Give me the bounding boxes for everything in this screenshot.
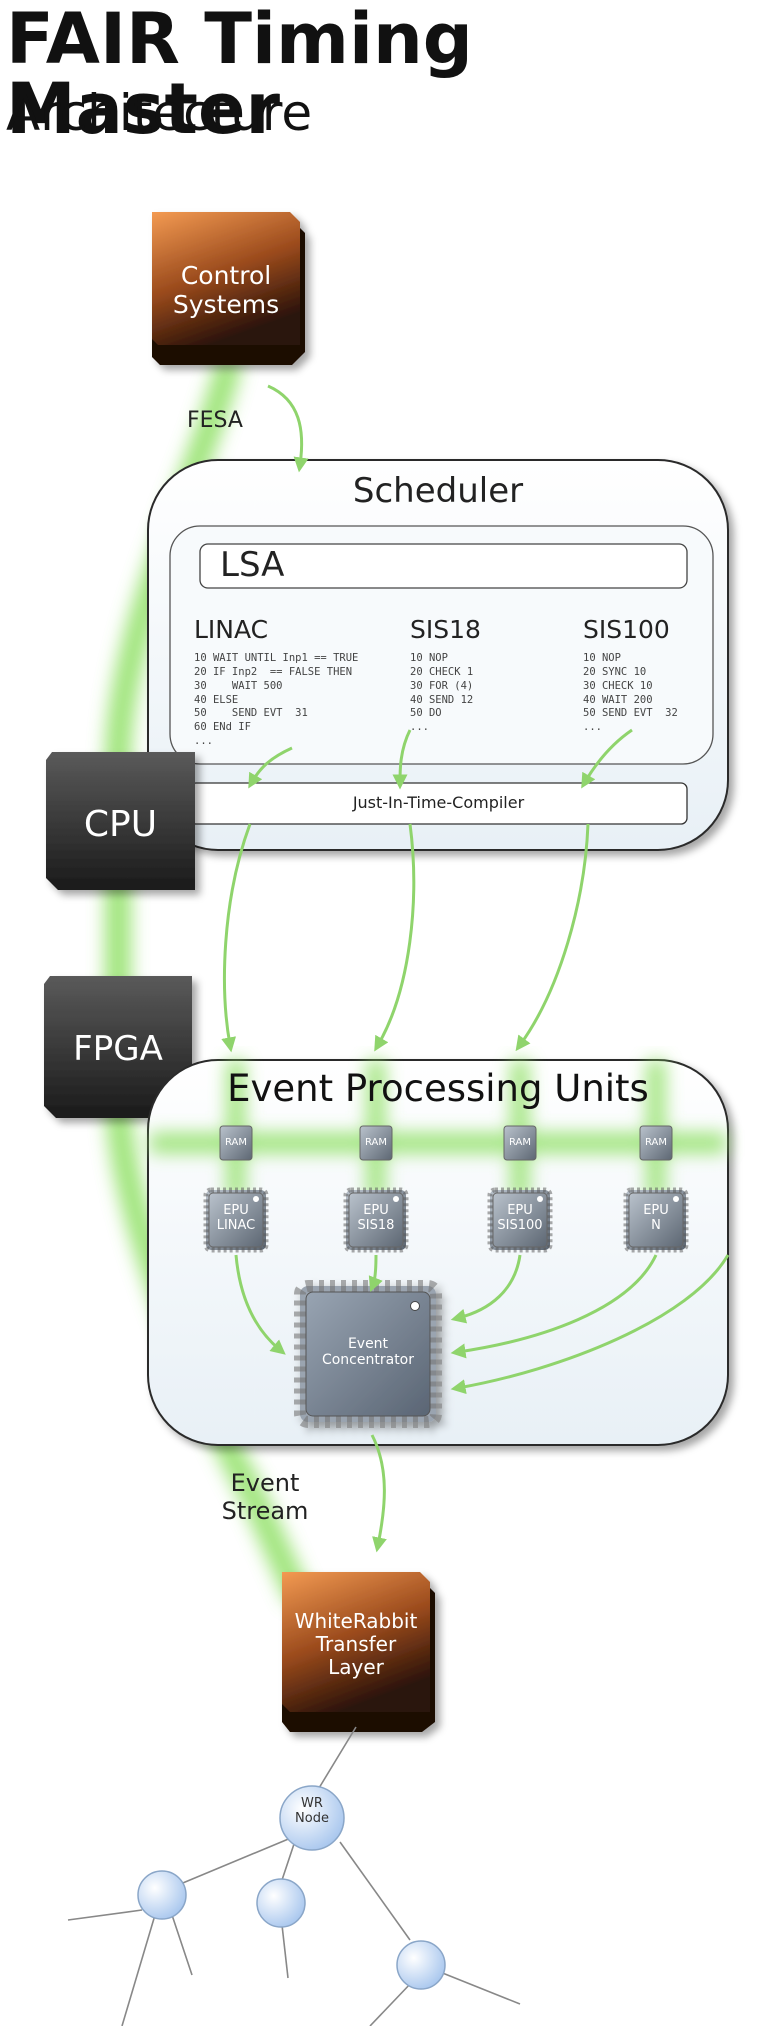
epu-sis18-label: EPU SIS18 [357,1203,395,1233]
lsa-label: LSA [220,545,285,585]
page-subtitle: Architecture [6,84,313,142]
wr-network-nodes [137,1785,446,1990]
epu-chips [203,1187,689,1253]
control-systems-label: Control Systems [172,261,280,319]
event-stream-label: Event Stream [221,1469,309,1525]
cpu-label: CPU [83,804,158,845]
event-concentrator-label: Event Concentrator [321,1336,415,1369]
jit-label: Just-In-Time-Compiler [352,793,525,812]
program-sis100-name: SIS100 [583,615,670,644]
event-concentrator-chip [294,1280,442,1428]
wr-network-lines [67,1726,521,2026]
ram-label: RAM [224,1137,247,1148]
wr-node-label: WR Node [295,1796,329,1826]
program-sis18-name: SIS18 [410,615,481,644]
ram-label: RAM [364,1137,387,1148]
epu-panel [147,1059,729,1446]
ram-chips [219,1125,673,1161]
scheduler-title: Scheduler [352,471,524,511]
program-linac-name: LINAC [194,615,269,644]
epu-panel-title: Event Processing Units [227,1067,649,1110]
flow-arrows [221,384,730,1553]
ram-label: RAM [644,1137,667,1148]
fpga-label: FPGA [73,1029,163,1069]
fpga-box [44,976,192,1118]
epu-n-label: EPU N [643,1203,669,1233]
fesa-label: FESA [187,408,243,433]
control-systems-box [152,212,305,365]
whiterabbit-label: WhiteRabbit Transfer Layer [294,1609,418,1679]
epu-linac-label: EPU LINAC [216,1203,256,1233]
page-title: FAIR Timing Master [6,0,473,150]
cpu-box [46,752,195,890]
ram-label: RAM [508,1137,531,1148]
whiterabbit-box [282,1572,435,1732]
epu-sis100-label: EPU SIS100 [497,1203,543,1233]
